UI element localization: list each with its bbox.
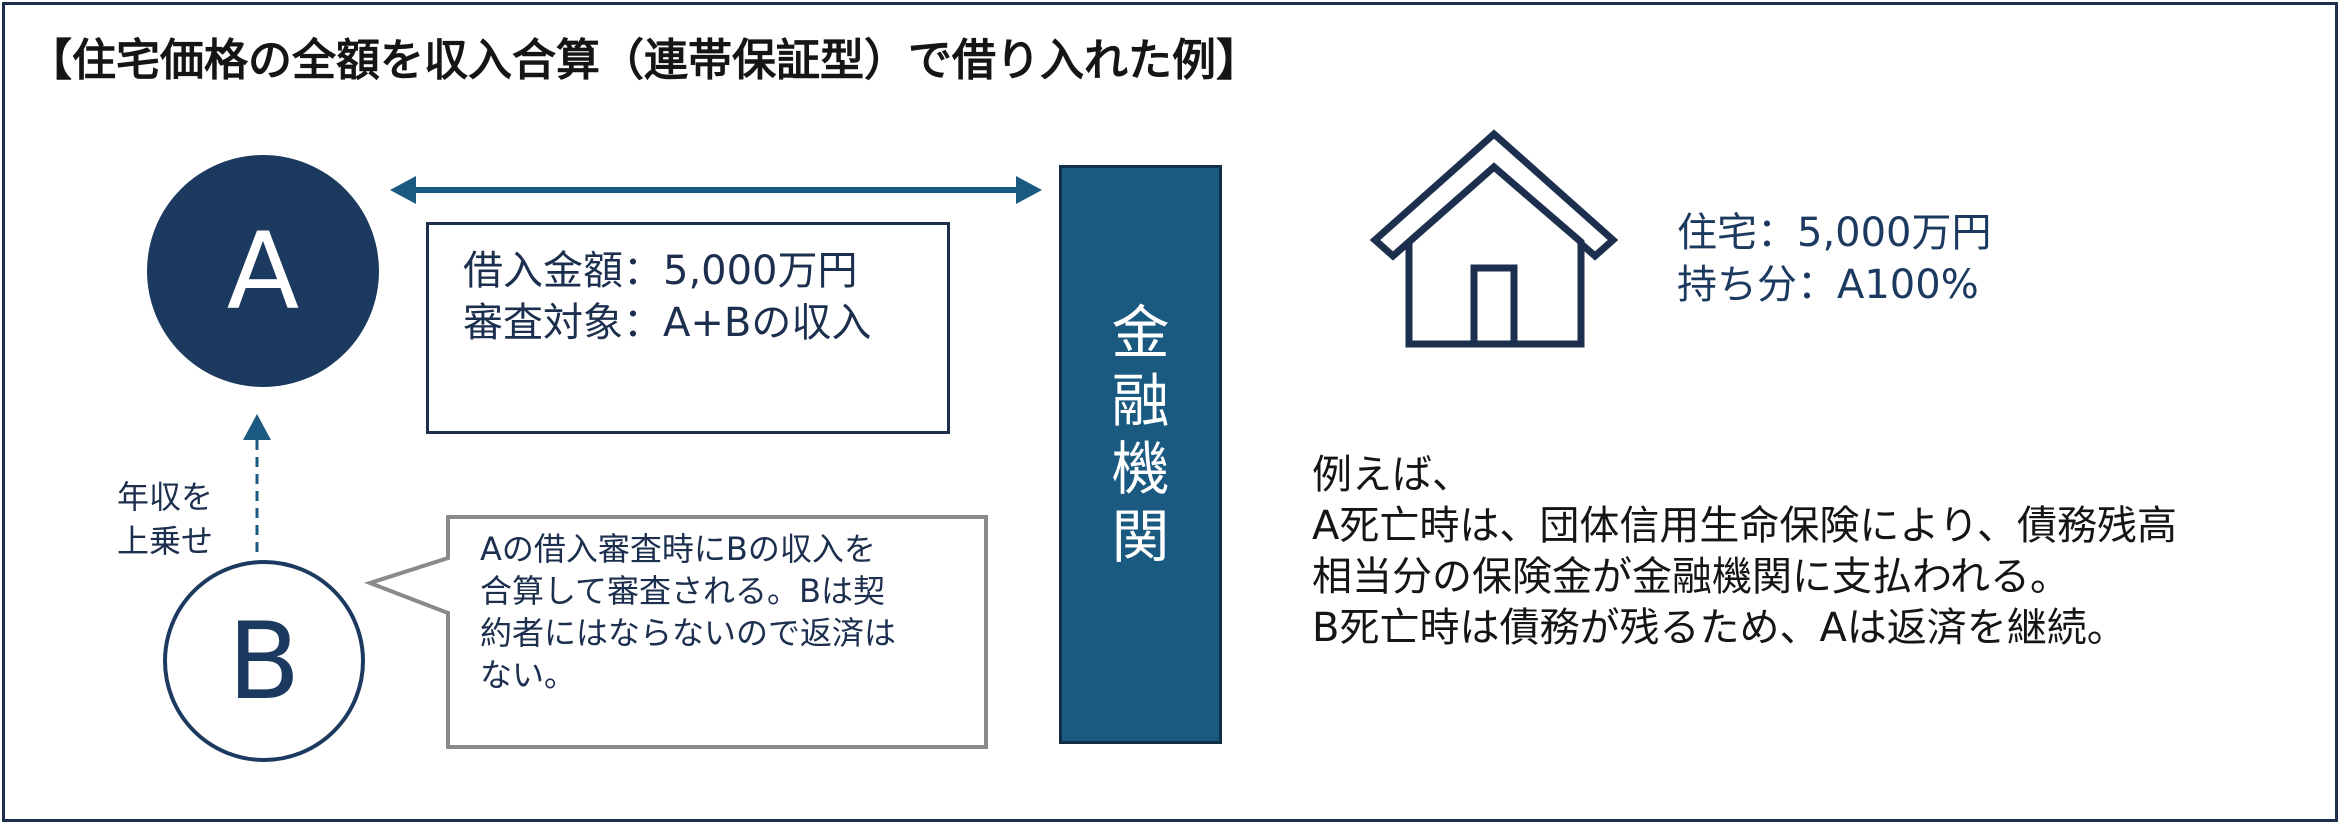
person-a-circle: A (147, 155, 379, 387)
house-ownership-share: 持ち分：A100% (1677, 262, 1979, 308)
income-addition-line: 年収を (116, 478, 213, 516)
bubble-line: Aの借入審査時にBの収入を (480, 530, 876, 568)
explanation-line: 相当分の保険金が金融機関に支払われる。 (1312, 554, 2070, 600)
speech-bubble (363, 515, 988, 749)
bank-char: 融 (1111, 366, 1170, 435)
bank-char: 関 (1111, 502, 1170, 571)
double-arrow-a-bank (390, 176, 1042, 204)
financial-institution-box: 金 融 機 関 (1059, 165, 1222, 744)
income-addition-label: 年収を 上乗せ (100, 475, 230, 563)
bank-char: 機 (1111, 434, 1170, 503)
diagram-title: 【住宅価格の全額を収入合算（連帯保証型）で借り入れた例】 (28, 35, 1260, 86)
bubble-line: 約者にはならないので返済は (480, 614, 897, 652)
explanation-line: 例えば、 (1312, 452, 1472, 498)
income-addition-line: 上乗せ (116, 522, 213, 560)
house-icon (1369, 129, 1619, 348)
person-a-label: A (226, 209, 300, 333)
house-info: 住宅：5,000万円 持ち分：A100% (1677, 207, 1992, 311)
explanation-text: 例えば、 A死亡時は、団体信用生命保険により、債務残高 相当分の保険金が金融機関… (1312, 450, 2177, 654)
bubble-line: ない。 (480, 656, 577, 694)
house-price: 住宅：5,000万円 (1677, 210, 1992, 256)
loan-amount: 借入金額：5,000万円 (463, 248, 858, 294)
speech-bubble-text: Aの借入審査時にBの収入を 合算して審査される。Bは契 約者にはならないので返済… (480, 528, 896, 696)
person-b-label: B (227, 599, 301, 723)
income-arrow-b-to-a (243, 414, 271, 555)
loan-screening-target: 審査対象：A+Bの収入 (463, 300, 872, 346)
loan-info-box: 借入金額：5,000万円 審査対象：A+Bの収入 (426, 222, 950, 434)
explanation-line: B死亡時は債務が残るため、Aは返済を継続。 (1312, 605, 2127, 651)
bank-char: 金 (1111, 298, 1170, 367)
bubble-line: 合算して審査される。Bは契 (480, 572, 885, 610)
person-b-circle: B (163, 560, 365, 762)
explanation-line: A死亡時は、団体信用生命保険により、債務残高 (1312, 503, 2177, 549)
